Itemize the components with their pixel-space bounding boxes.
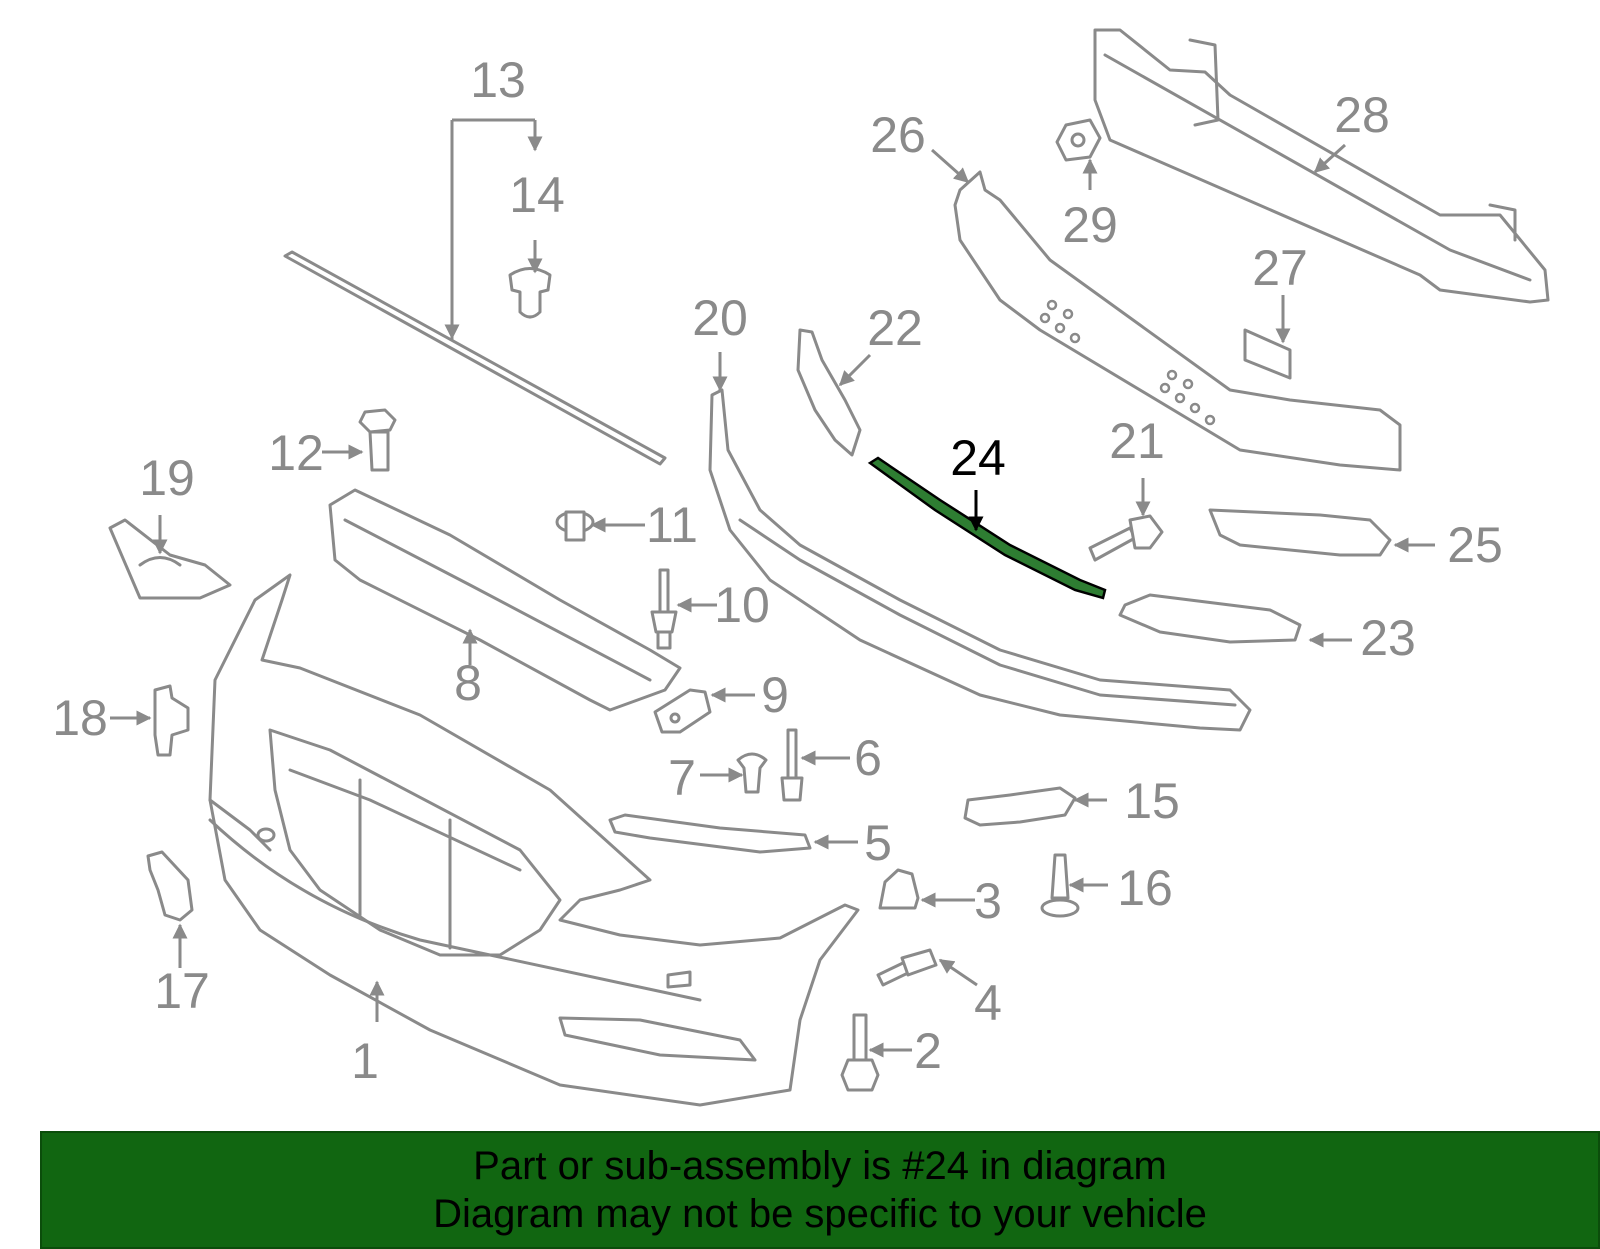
part-24-highlighted-strip bbox=[867, 456, 1107, 600]
part-19-bracket bbox=[108, 518, 232, 600]
part-18-clip bbox=[153, 684, 190, 757]
banner-line-part-number: Part or sub-assembly is #24 in diagram bbox=[473, 1144, 1167, 1188]
part-7-clip bbox=[736, 752, 768, 794]
callout-24-highlighted: 24 bbox=[950, 430, 1006, 486]
part-17-tow-cap bbox=[146, 850, 194, 922]
part-1-bumper-cover bbox=[208, 573, 860, 1107]
banner-line-disclaimer: Diagram may not be specific to your vehi… bbox=[433, 1192, 1207, 1236]
callout-15: 15 bbox=[1124, 773, 1180, 829]
callout-17: 17 bbox=[154, 963, 210, 1019]
part-8-bracket-rail bbox=[328, 488, 682, 712]
part-16-bolt bbox=[1040, 853, 1080, 918]
callout-29: 29 bbox=[1062, 197, 1118, 253]
part-6-stud bbox=[780, 728, 804, 802]
part-23-cover bbox=[1118, 593, 1302, 644]
callout-9: 9 bbox=[761, 667, 789, 723]
part-2-bolt bbox=[840, 1013, 880, 1092]
callout-16: 16 bbox=[1117, 860, 1173, 916]
part-11-clip bbox=[555, 510, 595, 542]
part-3-clip bbox=[878, 868, 920, 910]
callout-26: 26 bbox=[870, 107, 926, 163]
part-20-lower-absorber bbox=[708, 388, 1252, 732]
callout-23: 23 bbox=[1360, 610, 1416, 666]
callout-labels: 1 2 3 4 5 6 7 8 9 10 11 12 13 14 15 16 1… bbox=[52, 52, 1503, 1089]
callout-4: 4 bbox=[974, 975, 1002, 1031]
part-13-molding-strip bbox=[283, 250, 667, 466]
part-22-bracket bbox=[796, 328, 862, 457]
callout-20: 20 bbox=[692, 290, 748, 346]
part-5-trim bbox=[608, 813, 812, 854]
callout-28: 28 bbox=[1334, 87, 1390, 143]
callout-19: 19 bbox=[139, 450, 195, 506]
callout-12: 12 bbox=[268, 425, 324, 481]
leader-lines bbox=[110, 118, 1435, 1058]
callout-10: 10 bbox=[714, 577, 770, 633]
part-26-energy-absorber bbox=[953, 170, 1402, 472]
part-12-bolt bbox=[358, 408, 397, 472]
callout-5: 5 bbox=[864, 815, 892, 871]
callout-1: 1 bbox=[351, 1033, 379, 1089]
info-banner: Part or sub-assembly is #24 in diagram D… bbox=[40, 1131, 1600, 1249]
callout-6: 6 bbox=[854, 730, 882, 786]
callout-21: 21 bbox=[1109, 413, 1165, 469]
callout-3: 3 bbox=[974, 873, 1002, 929]
part-21-bolt bbox=[1088, 514, 1164, 562]
part-10-stud bbox=[650, 568, 678, 650]
part-25-cover bbox=[1208, 508, 1392, 557]
callout-7: 7 bbox=[668, 750, 696, 806]
callout-8: 8 bbox=[454, 655, 482, 711]
callout-22: 22 bbox=[867, 300, 923, 356]
part-14-clip bbox=[508, 267, 552, 319]
callout-25: 25 bbox=[1447, 517, 1503, 573]
callout-13: 13 bbox=[470, 52, 526, 108]
part-9-bracket bbox=[653, 688, 712, 734]
callout-14: 14 bbox=[509, 167, 565, 223]
part-29-nut bbox=[1055, 118, 1102, 162]
part-4-fastener bbox=[876, 948, 938, 987]
callout-18: 18 bbox=[52, 690, 108, 746]
callout-11: 11 bbox=[646, 497, 698, 553]
callout-27: 27 bbox=[1252, 240, 1308, 296]
part-27-pad bbox=[1243, 328, 1292, 380]
part-15-bracket bbox=[963, 786, 1077, 827]
callout-2: 2 bbox=[914, 1023, 942, 1079]
